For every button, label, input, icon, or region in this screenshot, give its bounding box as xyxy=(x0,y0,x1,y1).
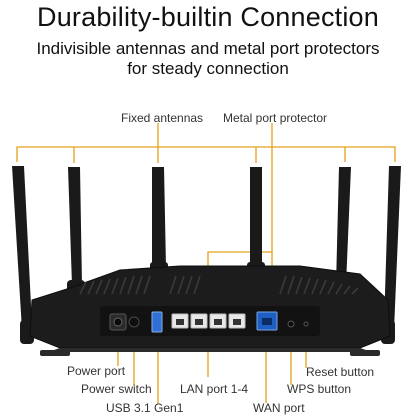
vents-right xyxy=(279,275,359,295)
foot-right xyxy=(350,350,380,356)
subtitle-line-2: for steady connection xyxy=(127,59,289,78)
power-port xyxy=(109,313,127,331)
label-wps-button: WPS button xyxy=(287,382,352,396)
label-usb: USB 3.1 Gen1 xyxy=(106,401,184,415)
reset-button-graphic xyxy=(303,321,309,327)
antenna-bracket-line xyxy=(16,146,346,162)
wps-button-graphic xyxy=(287,320,295,328)
label-power-port: Power port xyxy=(67,364,126,378)
router-body xyxy=(29,265,391,356)
usb-port xyxy=(151,311,163,333)
label-wan-port: WAN port xyxy=(253,401,305,415)
lan-port-sockets xyxy=(176,319,241,325)
label-metal-port-protector: Metal port protector xyxy=(223,111,328,125)
foot-left xyxy=(40,350,70,356)
label-lan-ports: LAN port 1-4 xyxy=(180,382,249,396)
label-fixed-antennas: Fixed antennas xyxy=(121,111,204,125)
antenna-tick-6 xyxy=(345,146,396,162)
antenna-4 xyxy=(247,167,265,276)
power-switch xyxy=(128,316,140,328)
wan-port-graphic xyxy=(256,311,278,331)
subtitle-line-1: Indivisible antennas and metal port prot… xyxy=(36,39,380,58)
vents-left xyxy=(79,275,201,295)
antenna-2 xyxy=(67,167,85,300)
page-title: Durability-builtin Connection xyxy=(37,2,379,32)
label-power-switch: Power switch xyxy=(81,382,152,396)
label-reset-button: Reset button xyxy=(306,365,375,379)
antenna-3 xyxy=(150,167,168,276)
